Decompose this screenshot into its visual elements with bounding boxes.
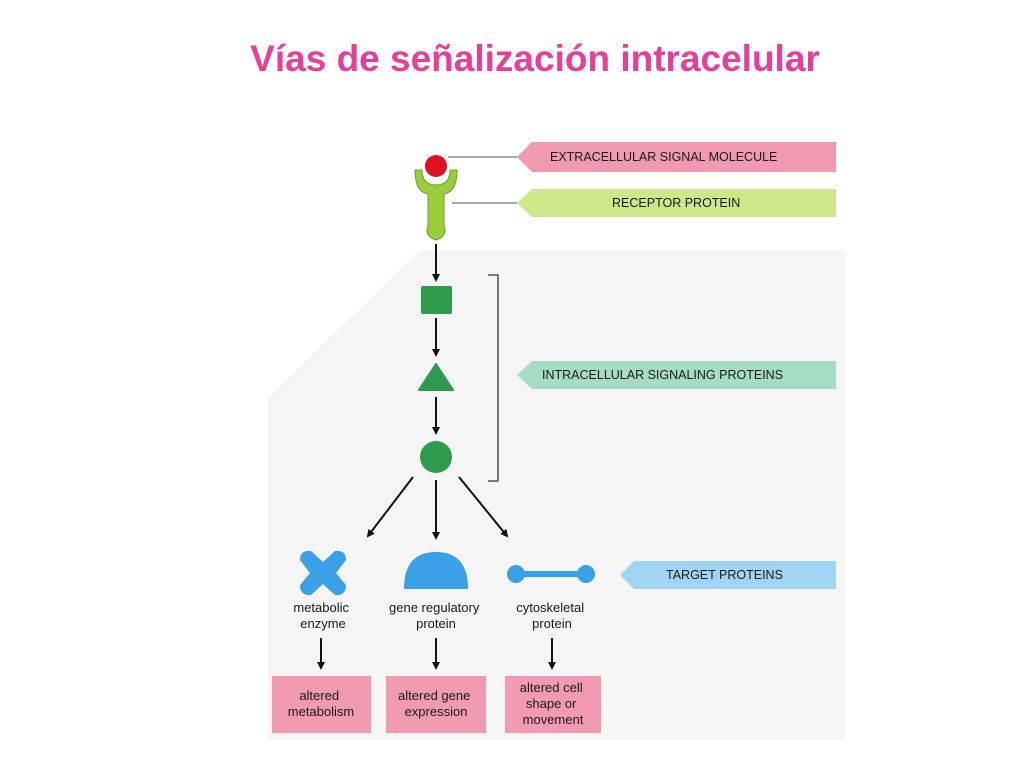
tag-target-proteins-text: TARGET PROTEINS	[666, 568, 783, 582]
altered-cell-shape-box	[505, 676, 601, 733]
tag-receptor-protein-text: RECEPTOR PROTEIN	[612, 196, 740, 210]
tag-receptor-protein: RECEPTOR PROTEIN	[517, 189, 836, 217]
altered-gene-expression-text: altered gene expression	[398, 688, 474, 719]
gene-regulatory-protein-label: gene regulatory protein	[389, 600, 483, 631]
cytoskeletal-protein-label: cytoskeletal protein	[516, 600, 588, 631]
tag-intracellular-signaling-proteins-text: INTRACELLULAR SIGNALING PROTEINS	[542, 368, 783, 382]
arrow-to-cytoskeletal-protein	[458, 476, 509, 538]
altered-metabolism-box	[272, 676, 371, 733]
receptor-protein	[414, 169, 458, 241]
arrow-to-metabolic-enzyme	[366, 476, 414, 538]
tag-extracellular-signal-molecule: EXTRACELLULAR SIGNAL MOLECULE	[517, 142, 836, 172]
gene-regulatory-protein-shape	[404, 552, 468, 589]
slide-title: Vías de señalización intracelular	[250, 38, 820, 79]
extracellular-signal-molecule	[425, 155, 447, 177]
altered-gene-expression-box	[386, 676, 486, 733]
altered-cell-shape-text: altered cell shape or movement	[520, 680, 587, 727]
altered-metabolism-text: altered metabolism	[288, 688, 354, 719]
tag-target-proteins: TARGET PROTEINS	[620, 561, 836, 589]
tag-intracellular-signaling-proteins: INTRACELLULAR SIGNALING PROTEINS	[517, 361, 836, 389]
tag-extracellular-signal-molecule-text: EXTRACELLULAR SIGNAL MOLECULE	[550, 150, 777, 164]
intracellular-protein-circle	[420, 441, 452, 473]
background-panel	[268, 250, 845, 740]
metabolic-enzyme-shape	[300, 550, 346, 596]
intracellular-bracket	[488, 274, 499, 482]
metabolic-enzyme-label: metabolic enzyme	[293, 600, 352, 631]
intracellular-protein-triangle	[418, 363, 454, 391]
cytoskeletal-protein-shape	[507, 565, 595, 583]
intracellular-protein-square	[421, 286, 452, 314]
